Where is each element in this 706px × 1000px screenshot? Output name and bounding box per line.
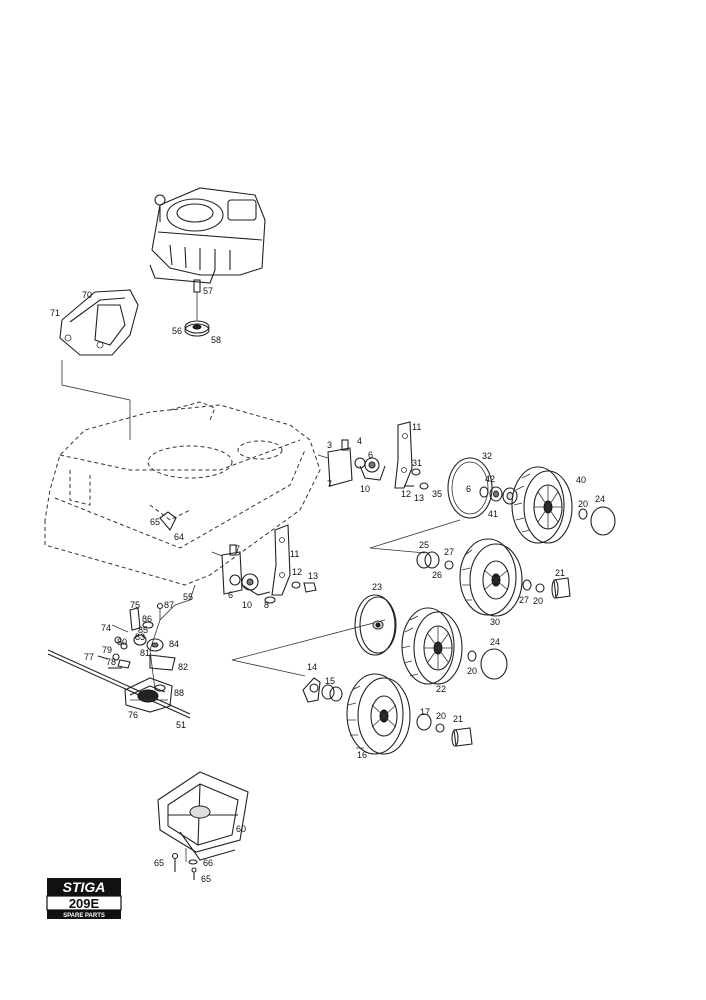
callout-7-lower: 7 bbox=[235, 544, 240, 554]
front-height-bracket bbox=[211, 524, 317, 604]
callout-26: 26 bbox=[432, 570, 442, 580]
callout-78: 78 bbox=[106, 657, 116, 667]
callout-6-hub: 6 bbox=[466, 484, 471, 494]
callout-77: 77 bbox=[84, 652, 94, 662]
callout-15: 15 bbox=[325, 676, 335, 686]
callout-22: 22 bbox=[436, 684, 446, 694]
callout-41: 41 bbox=[488, 509, 498, 519]
callout-71: 71 bbox=[50, 308, 60, 318]
wheel-cover-ring bbox=[447, 457, 493, 519]
bushing-25 bbox=[416, 551, 440, 569]
callout-13-lower: 13 bbox=[308, 571, 318, 581]
engine-cover bbox=[59, 289, 139, 356]
callout-74: 74 bbox=[101, 623, 111, 633]
callout-8: 8 bbox=[264, 600, 269, 610]
engine-assembly bbox=[149, 187, 266, 320]
callout-13-upper: 13 bbox=[414, 493, 424, 503]
hubcap-24-lower bbox=[480, 648, 508, 680]
callout-55: 55 bbox=[183, 592, 193, 602]
callout-65-right: 65 bbox=[201, 874, 211, 884]
callout-83: 83 bbox=[135, 632, 145, 642]
callout-35: 35 bbox=[432, 489, 442, 499]
callout-24-lower: 24 bbox=[490, 637, 500, 647]
callout-21-upper: 21 bbox=[555, 568, 565, 578]
callout-12-lower: 12 bbox=[292, 567, 302, 577]
callout-88: 88 bbox=[174, 688, 184, 698]
gear-lever-parts bbox=[97, 602, 176, 671]
callout-32: 32 bbox=[482, 451, 492, 461]
callout-40: 40 bbox=[576, 475, 586, 485]
callout-11-lower: 11 bbox=[290, 549, 299, 559]
callout-10-lower: 10 bbox=[242, 600, 252, 610]
front-wheel-16 bbox=[346, 673, 411, 755]
callout-65-left: 65 bbox=[154, 858, 164, 868]
callout-70: 70 bbox=[82, 290, 92, 300]
callout-30: 30 bbox=[490, 617, 500, 627]
callout-64: 64 bbox=[174, 532, 184, 542]
hubcap-24-upper bbox=[590, 506, 616, 536]
drive-shaft bbox=[47, 649, 191, 719]
callout-27-right: 27 bbox=[519, 595, 529, 605]
callout-79: 79 bbox=[102, 645, 112, 655]
cover-plate-60 bbox=[157, 771, 249, 862]
callout-56: 56 bbox=[172, 326, 182, 336]
rear-wheel-40 bbox=[511, 466, 573, 544]
callout-16: 16 bbox=[357, 750, 367, 760]
callout-20-upper: 20 bbox=[578, 499, 588, 509]
hubcap-21-lower bbox=[451, 727, 473, 747]
hubcap-21-upper bbox=[551, 577, 571, 599]
callout-6-upper: 6 bbox=[368, 450, 373, 460]
callout-75: 75 bbox=[130, 600, 140, 610]
wheel-disc-23 bbox=[354, 594, 397, 656]
callout-20-lower: 20 bbox=[467, 666, 477, 676]
callout-11-upper: 11 bbox=[412, 422, 421, 432]
callout-25: 25 bbox=[419, 540, 429, 550]
callout-42: 42 bbox=[485, 474, 495, 484]
callout-24-upper: 24 bbox=[595, 494, 605, 504]
brand-name: STIGA bbox=[63, 879, 106, 895]
spare-parts-label: SPARE PARTS bbox=[63, 913, 105, 919]
callout-76: 76 bbox=[128, 710, 138, 720]
callout-85: 85 bbox=[138, 625, 148, 635]
callout-23: 23 bbox=[372, 582, 382, 592]
bushing-15 bbox=[321, 684, 343, 702]
callout-4: 4 bbox=[357, 436, 362, 446]
callout-51: 51 bbox=[176, 720, 186, 730]
callout-14: 14 bbox=[307, 662, 317, 672]
gearbox bbox=[124, 677, 173, 713]
callout-86: 86 bbox=[142, 614, 152, 624]
stiga-logo: STIGA 209E SPARE PARTS bbox=[46, 878, 122, 919]
callout-12-upper: 12 bbox=[401, 489, 411, 499]
rear-height-bracket bbox=[317, 421, 429, 490]
wheel-30 bbox=[459, 538, 523, 617]
callout-81: 81 bbox=[140, 648, 150, 658]
callout-21-lower: 21 bbox=[453, 714, 463, 724]
callout-20-front: 20 bbox=[436, 711, 446, 721]
callout-7-upper: 7 bbox=[327, 479, 332, 489]
callout-87: 87 bbox=[164, 600, 174, 610]
wheel-22 bbox=[401, 607, 463, 685]
model-number: 209E bbox=[69, 896, 100, 911]
spacer-washer bbox=[184, 320, 210, 337]
wheel-hub-parts bbox=[479, 486, 518, 505]
callout-65-deck: 65 bbox=[150, 517, 160, 527]
callout-6-lower: 6 bbox=[228, 590, 233, 600]
callout-66: 66 bbox=[203, 858, 213, 868]
callout-31: 31 bbox=[412, 458, 422, 468]
callout-58: 58 bbox=[211, 335, 221, 345]
callout-10-upper: 10 bbox=[360, 484, 370, 494]
callout-60: 60 bbox=[236, 824, 246, 834]
callout-82: 82 bbox=[178, 662, 188, 672]
callout-27-left: 27 bbox=[444, 547, 454, 557]
front-axle-bracket-14 bbox=[302, 677, 321, 703]
callout-3: 3 bbox=[327, 440, 332, 450]
callout-57: 57 bbox=[203, 286, 213, 296]
callout-20-mid: 20 bbox=[533, 596, 543, 606]
callout-84: 84 bbox=[169, 639, 179, 649]
mower-deck bbox=[44, 400, 321, 586]
callout-17: 17 bbox=[420, 707, 430, 717]
callout-80: 80 bbox=[117, 637, 127, 647]
